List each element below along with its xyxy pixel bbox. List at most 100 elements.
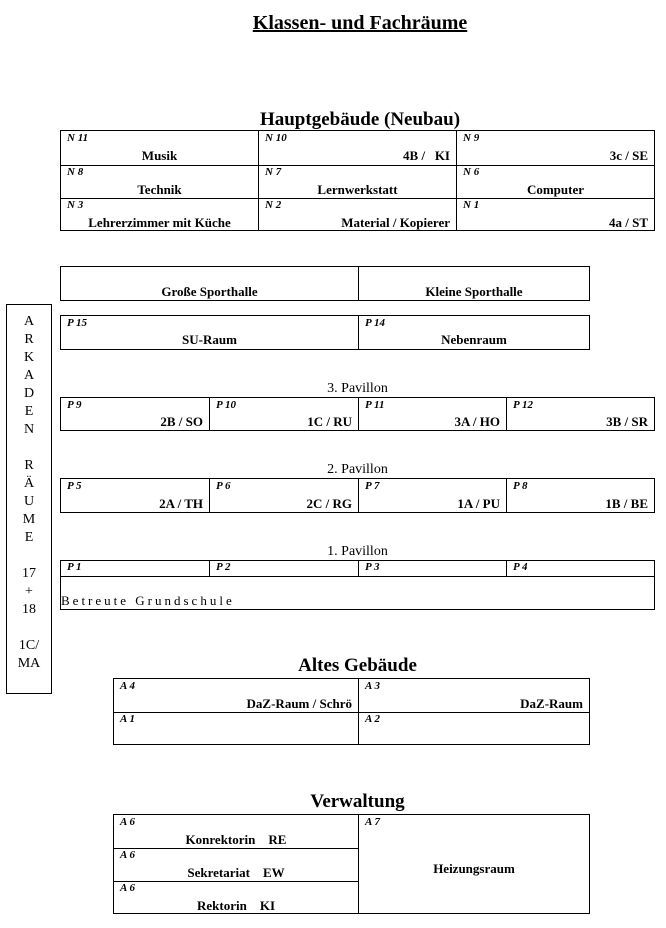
- room-code: P 3: [365, 561, 380, 573]
- room-name: 2A / TH: [159, 496, 203, 511]
- sporthallen-table: Große Sporthalle Kleine Sporthalle: [60, 266, 590, 301]
- room-code: P 14: [365, 317, 386, 329]
- arkaden-letter: K: [23, 350, 35, 365]
- room-p3: P 3: [359, 561, 506, 576]
- room-code: P 12: [513, 399, 534, 411]
- room-n8: N 8 Technik: [61, 165, 258, 198]
- pavillon2-label: 2. Pavillon: [327, 462, 388, 477]
- arkaden-letter: M: [22, 512, 36, 527]
- room-n11: N 11 Musik: [61, 131, 258, 165]
- hauptgebaeude-table: N 11 Musik N 10 4B / KI N 9 3c / SE N 8 …: [60, 130, 655, 231]
- room-code: P 4: [513, 561, 528, 573]
- room-a6-rektorin: A 6 Rektorin KI: [114, 881, 358, 913]
- room-p9: P 9 2B / SO: [61, 398, 209, 430]
- room-name: 1B / BE: [605, 496, 648, 511]
- room-n3: N 3 Lehrerzimmer mit Küche: [61, 198, 258, 231]
- pavillon2-table: P 5 2A / TH P 6 2C / RG P 7 1A / PU P 8 …: [60, 478, 655, 513]
- altes-gebaeude-heading: Altes Gebäude: [298, 655, 417, 676]
- room-a6-sekretariat: A 6 Sekretariat EW: [114, 848, 358, 881]
- room-code: A 6: [120, 849, 135, 861]
- room-name: DaZ-Raum: [520, 696, 583, 711]
- room-p8: P 8 1B / BE: [507, 479, 654, 512]
- arkaden-teacher: MA: [17, 656, 41, 671]
- room-n10: N 10 4B / KI: [259, 131, 456, 165]
- room-name: Konrektorin RE: [185, 832, 287, 847]
- arkaden-letter: U: [23, 494, 35, 509]
- arkaden-letter: A: [23, 368, 35, 383]
- room-name: Nebenraum: [441, 332, 507, 347]
- room-a3: A 3 DaZ-Raum: [359, 679, 589, 712]
- room-a7: A 7 Heizungsraum: [359, 815, 589, 913]
- arkaden-letter: D: [23, 386, 35, 401]
- room-p12: P 12 3B / SR: [507, 398, 654, 430]
- arkaden-letter: N: [23, 422, 35, 437]
- room-p14: P 14 Nebenraum: [359, 316, 589, 349]
- room-code: P 6: [216, 480, 231, 492]
- room-p2: P 2: [210, 561, 358, 576]
- room-code: P 7: [365, 480, 380, 492]
- room-name: Lehrerzimmer mit Küche: [88, 215, 231, 230]
- room-name: Musik: [141, 148, 178, 163]
- room-a6-konrektorin: A 6 Konrektorin RE: [114, 815, 358, 848]
- room-name: 2B / SO: [160, 414, 203, 429]
- room-code: P 8: [513, 480, 528, 492]
- arkaden-letter: R: [24, 458, 34, 473]
- hauptgebaeude-heading: Hauptgebäude (Neubau): [259, 109, 461, 130]
- room-n1: N 1 4a / ST: [457, 198, 654, 231]
- room-name: Technik: [137, 182, 182, 197]
- room-name: Kleine Sporthalle: [425, 284, 523, 299]
- room-code: P 11: [365, 399, 385, 411]
- room-name: SU-Raum: [182, 332, 237, 347]
- room-code: P 15: [67, 317, 88, 329]
- room-name: 1A / PU: [457, 496, 500, 511]
- room-code: A 6: [120, 882, 135, 894]
- room-code: A 7: [365, 816, 380, 828]
- arkaden-room-number: 17: [22, 566, 36, 581]
- room-code: N 10: [265, 132, 287, 144]
- room-code: A 6: [120, 816, 135, 828]
- room-p7: P 7 1A / PU: [359, 479, 506, 512]
- room-name: Heizungsraum: [433, 861, 515, 876]
- room-name: Sekretariat EW: [187, 865, 285, 880]
- room-name: 3A / HO: [454, 414, 500, 429]
- room-code: P 10: [216, 399, 237, 411]
- arkaden-room-number: 18: [22, 602, 36, 617]
- arkaden-letter: R: [24, 332, 34, 347]
- arkaden-letter: E: [24, 530, 34, 545]
- room-name: 4B / KI: [403, 148, 450, 163]
- room-code: N 3: [67, 199, 84, 211]
- room-p10: P 10 1C / RU: [210, 398, 358, 430]
- room-code: N 2: [265, 199, 282, 211]
- room-code: N 7: [265, 166, 282, 178]
- pavillon1-table: P 1 P 2 P 3 P 4 Betreute Grundschule: [60, 560, 655, 610]
- room-code: N 8: [67, 166, 84, 178]
- room-code: P 2: [216, 561, 231, 573]
- arkaden-plus: +: [25, 584, 33, 599]
- room-p4: P 4: [507, 561, 654, 576]
- room-name: 1C / RU: [307, 414, 352, 429]
- pavillon3-label: 3. Pavillon: [327, 381, 388, 396]
- altes-gebaeude-table: A 4 DaZ-Raum / Schrö A 3 DaZ-Raum A 1 A …: [113, 678, 590, 745]
- betreute-grundschule-label: Betreute Grundschule: [61, 593, 235, 608]
- room-name: Rektorin KI: [197, 898, 275, 913]
- room-code: P 9: [67, 399, 82, 411]
- room-a2: A 2: [359, 712, 589, 744]
- room-name: Material / Kopierer: [341, 215, 450, 230]
- room-code: P 5: [67, 480, 82, 492]
- arkaden-letter: A: [23, 314, 35, 329]
- room-kleine-sporthalle: Kleine Sporthalle: [359, 267, 589, 300]
- room-name: 4a / ST: [608, 215, 648, 230]
- room-p5: P 5 2A / TH: [61, 479, 209, 512]
- room-code: A 1: [120, 713, 135, 725]
- room-name: Computer: [526, 182, 585, 197]
- room-n7: N 7 Lernwerkstatt: [259, 165, 456, 198]
- room-name: DaZ-Raum / Schrö: [246, 696, 352, 711]
- room-p6: P 6 2C / RG: [210, 479, 358, 512]
- room-code: P 1: [67, 561, 82, 573]
- su-row-table: P 15 SU-Raum P 14 Nebenraum: [60, 315, 590, 350]
- verwaltung-heading: Verwaltung: [310, 791, 405, 812]
- page-title: Klassen- und Fachräume: [252, 12, 468, 34]
- room-name: 3B / SR: [606, 414, 648, 429]
- room-code: A 4: [120, 680, 135, 692]
- arkaden-class: 1C/: [18, 638, 40, 653]
